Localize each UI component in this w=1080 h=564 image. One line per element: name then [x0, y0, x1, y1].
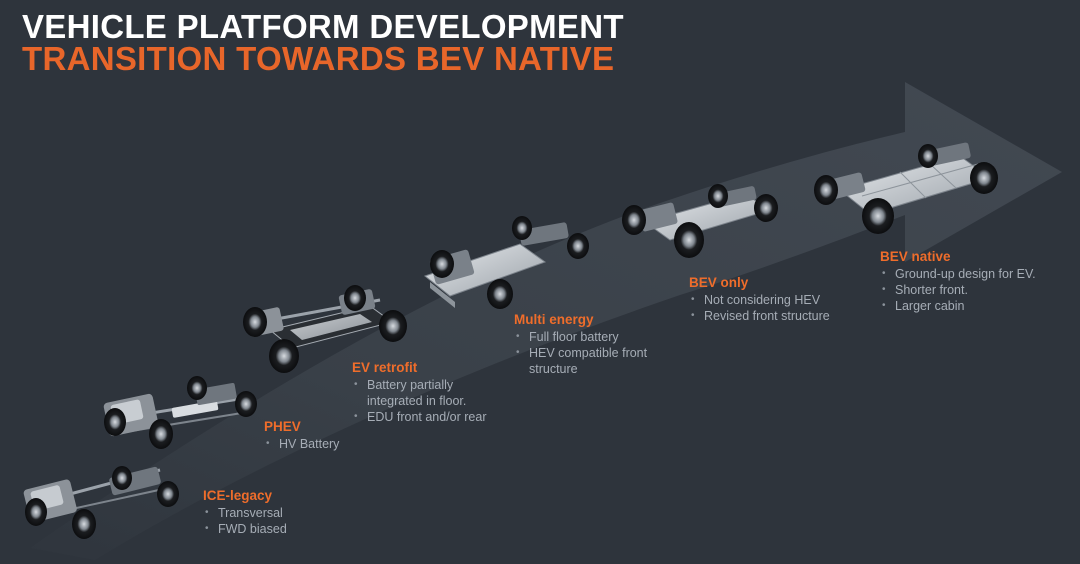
- stage-bev-native: BEV native Ground-up design for EV. Shor…: [880, 248, 1065, 314]
- stage-title: Multi energy: [514, 312, 594, 327]
- stage-bullet: EDU front and/or rear: [352, 409, 507, 425]
- bev-native-chassis-illustration: [814, 142, 998, 234]
- stage-bullet-list: HV Battery: [264, 436, 339, 452]
- ev-retrofit-chassis-illustration: [243, 285, 407, 373]
- phev-chassis-illustration: [103, 376, 257, 449]
- stage-title: EV retrofit: [352, 360, 418, 375]
- stage-bullet: Not considering HEV: [689, 292, 839, 308]
- stage-title: ICE-legacy: [203, 488, 273, 503]
- stage-phev: PHEV HV Battery: [264, 418, 339, 452]
- page-title: VEHICLE PLATFORM DEVELOPMENT: [22, 8, 624, 45]
- bev-only-chassis-illustration: [622, 184, 778, 258]
- stage-title: BEV only: [689, 275, 749, 290]
- stage-bullet: Transversal: [203, 505, 287, 521]
- stage-bullet-list: Transversal FWD biased: [203, 505, 287, 537]
- stage-bullet: Shorter front.: [880, 282, 1065, 298]
- stage-bullet: Full floor battery: [514, 329, 674, 345]
- stage-bullet-list: Battery partially integrated in floor. E…: [352, 377, 507, 425]
- stage-bullet-list: Ground-up design for EV. Shorter front. …: [880, 266, 1065, 314]
- stage-bev-only: BEV only Not considering HEV Revised fro…: [689, 274, 839, 324]
- stage-ev-retrofit: EV retrofit Battery partially integrated…: [352, 359, 507, 425]
- stage-bullet: HV Battery: [264, 436, 339, 452]
- page-subtitle: TRANSITION TOWARDS BEV NATIVE: [22, 40, 615, 77]
- stage-multi-energy: Multi energy Full floor battery HEV comp…: [514, 311, 674, 377]
- stage-bullet: Larger cabin: [880, 298, 1065, 314]
- stage-bullet: HEV compatible front structure: [514, 345, 674, 377]
- ice-legacy-chassis-illustration: [23, 466, 179, 539]
- multi-energy-chassis-illustration: [423, 216, 589, 309]
- stage-title: PHEV: [264, 419, 301, 434]
- stage-bullet-list: Not considering HEV Revised front struct…: [689, 292, 839, 324]
- stage-title: BEV native: [880, 249, 951, 264]
- stage-bullet: Battery partially integrated in floor.: [352, 377, 507, 409]
- stage-bullet: Revised front structure: [689, 308, 839, 324]
- stage-bullet: Ground-up design for EV.: [880, 266, 1065, 282]
- stage-ice-legacy: ICE-legacy Transversal FWD biased: [203, 487, 287, 537]
- stage-bullet-list: Full floor battery HEV compatible front …: [514, 329, 674, 377]
- stage-bullet: FWD biased: [203, 521, 287, 537]
